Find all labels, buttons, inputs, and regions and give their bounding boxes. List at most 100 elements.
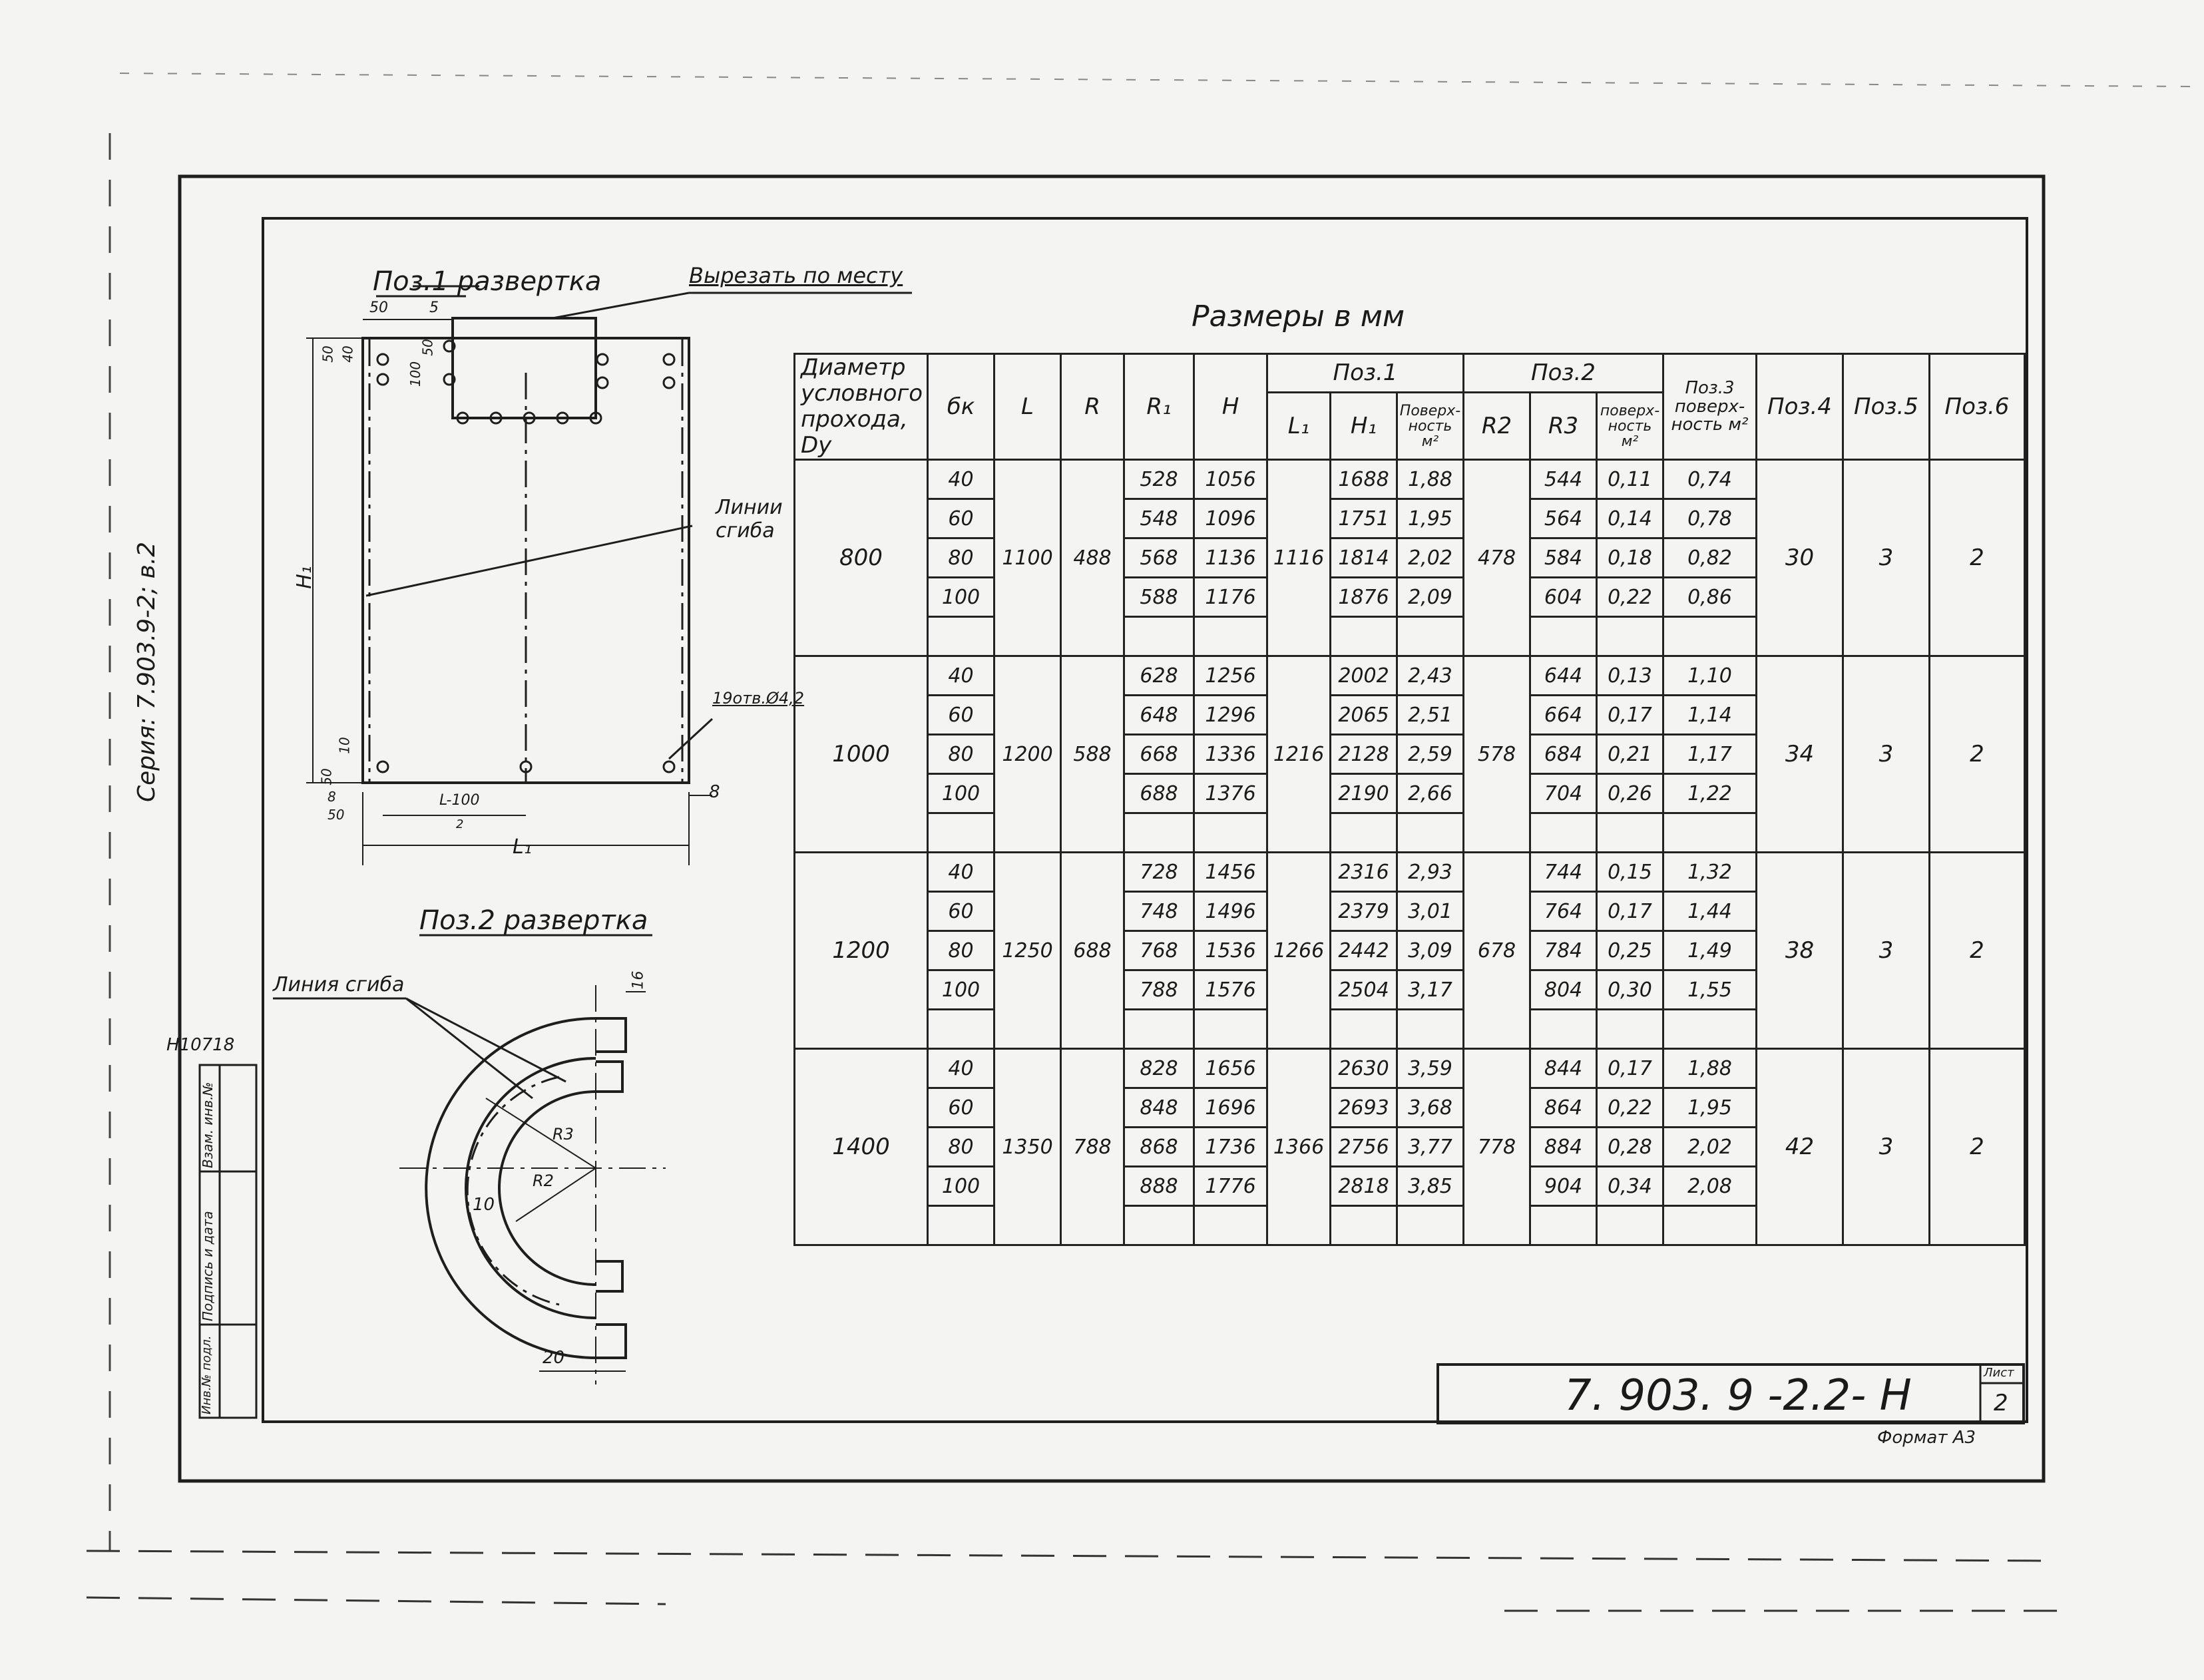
dim-label: 10 [473, 1195, 495, 1215]
header-l1: L₁ [1266, 391, 1331, 461]
header-r3: R3 [1529, 391, 1598, 461]
r3-cell: 584 [1531, 538, 1596, 579]
bk-cell: 60 [929, 695, 993, 736]
series-label: Серия: 7.903.9-2; в.2 [133, 541, 160, 802]
stamp-col-label: Взам. инв.№ [200, 1082, 216, 1168]
surface3-cell: 1,10 [1664, 657, 1755, 697]
r3-cell: 864 [1531, 1088, 1596, 1129]
pos6-cell: 2 [1928, 1048, 2026, 1247]
du-cell: 1400 [793, 1048, 929, 1247]
surface1-cell: 3,85 [1398, 1166, 1462, 1207]
r3-cell: 844 [1531, 1050, 1596, 1090]
bk-cell: 80 [929, 1127, 993, 1168]
h-cell: 1456 [1195, 853, 1266, 893]
surface3-cell: 0,78 [1664, 499, 1755, 540]
r1-cell: 848 [1125, 1088, 1193, 1129]
surface2-cell: 0,11 [1598, 461, 1662, 501]
r1-cell: 648 [1125, 695, 1193, 736]
du-cell: 800 [793, 459, 929, 658]
l-cell: 1250 [993, 851, 1062, 1050]
dimensions-table: Диаметр условного прохода, Dу бк L R R₁ … [793, 352, 2026, 1247]
surface2-cell: 0,14 [1598, 499, 1662, 540]
r3-cell: 784 [1531, 931, 1596, 972]
header-pos3: Поз.3 поверх-ность м² [1662, 352, 1757, 461]
surface2-cell: 0,17 [1598, 1050, 1662, 1090]
dim-label: 16 [630, 970, 647, 990]
header-pos2: Поз.2 [1462, 352, 1664, 394]
r-cell: 488 [1060, 459, 1125, 658]
pos1-view-title: Поз.1 развертка [373, 266, 602, 297]
h-cell: 1736 [1195, 1127, 1266, 1168]
du-cell: 1000 [793, 655, 929, 854]
r1-cell: 828 [1125, 1050, 1193, 1090]
surface1-cell: 2,66 [1398, 773, 1462, 815]
r1-cell: 868 [1125, 1127, 1193, 1168]
h-cell: 1296 [1195, 695, 1266, 736]
bk-cell: 60 [929, 891, 993, 933]
r1-cell: 568 [1125, 538, 1193, 579]
r1-cell: 788 [1125, 970, 1193, 1011]
pos5-cell: 3 [1842, 851, 1930, 1050]
l1-cell: 1366 [1266, 1048, 1331, 1247]
bk-cell: 80 [929, 538, 993, 579]
r-cell: 788 [1060, 1048, 1125, 1247]
header-h: H [1193, 352, 1268, 461]
header-pos6: Поз.6 [1928, 352, 2026, 461]
dim-label-h1: H₁ [292, 566, 316, 589]
bk-cell: 100 [929, 577, 993, 618]
surface3-cell: 1,95 [1664, 1088, 1755, 1129]
sheet-number: 2 [1994, 1390, 2008, 1416]
h-cell: 1376 [1195, 773, 1266, 815]
r-cell: 588 [1060, 655, 1125, 854]
r3-cell: 804 [1531, 970, 1596, 1011]
surface2-cell: 0,17 [1598, 891, 1662, 933]
dim-label: 50 [328, 807, 345, 823]
surface2-cell: 0,21 [1598, 734, 1662, 775]
h1-cell: 2442 [1331, 931, 1396, 972]
pos6-cell: 2 [1928, 655, 2026, 854]
r3-cell: 884 [1531, 1127, 1596, 1168]
surface3-cell: 1,32 [1664, 853, 1755, 893]
surface3-cell: 1,55 [1664, 970, 1755, 1011]
surface3-cell: 2,02 [1664, 1127, 1755, 1168]
surface1-cell: 3,77 [1398, 1127, 1462, 1168]
dim-label: 8 [709, 782, 720, 802]
r3-cell: 604 [1531, 577, 1596, 618]
r1-cell: 888 [1125, 1166, 1193, 1207]
h1-cell: 2065 [1331, 695, 1396, 736]
h1-cell: 2128 [1331, 734, 1396, 775]
format-label: Формат А3 [1877, 1428, 1976, 1448]
drawing-code: 7. 903. 9 -2.2- Н [1564, 1371, 1912, 1420]
surface2-cell: 0,22 [1598, 1088, 1662, 1129]
header-du: Диаметр условного прохода, Dу [793, 352, 929, 461]
dim-label: L-100 [439, 792, 480, 809]
surface1-cell: 2,43 [1398, 657, 1462, 697]
bk-cell: 80 [929, 931, 993, 972]
pos2-view-title: Поз.2 развертка [419, 905, 648, 936]
pos4-cell: 42 [1755, 1048, 1844, 1247]
surface2-cell: 0,18 [1598, 538, 1662, 579]
surface3-cell: 1,22 [1664, 773, 1755, 815]
r3-cell: 644 [1531, 657, 1596, 697]
surface3-cell: 2,08 [1664, 1166, 1755, 1207]
surface2-cell: 0,25 [1598, 931, 1662, 972]
h1-cell: 1876 [1331, 577, 1396, 618]
header-h1: H₁ [1329, 391, 1398, 461]
surface3-cell: 1,17 [1664, 734, 1755, 775]
surface1-cell: 1,88 [1398, 461, 1462, 501]
r2-cell: 478 [1462, 459, 1531, 658]
h-cell: 1336 [1195, 734, 1266, 775]
l1-cell: 1266 [1266, 851, 1331, 1050]
dim-label: 50 [318, 768, 335, 785]
bk-cell: 80 [929, 734, 993, 775]
surface2-cell: 0,28 [1598, 1127, 1662, 1168]
dim-label: 20 [543, 1348, 565, 1368]
header-r2: R2 [1462, 391, 1531, 461]
l-cell: 1350 [993, 1048, 1062, 1247]
h-cell: 1776 [1195, 1166, 1266, 1207]
pos5-cell: 3 [1842, 1048, 1930, 1247]
surface3-cell: 1,14 [1664, 695, 1755, 736]
pos4-cell: 30 [1755, 459, 1844, 658]
bend-line-note: Линия сгиба [273, 973, 405, 996]
